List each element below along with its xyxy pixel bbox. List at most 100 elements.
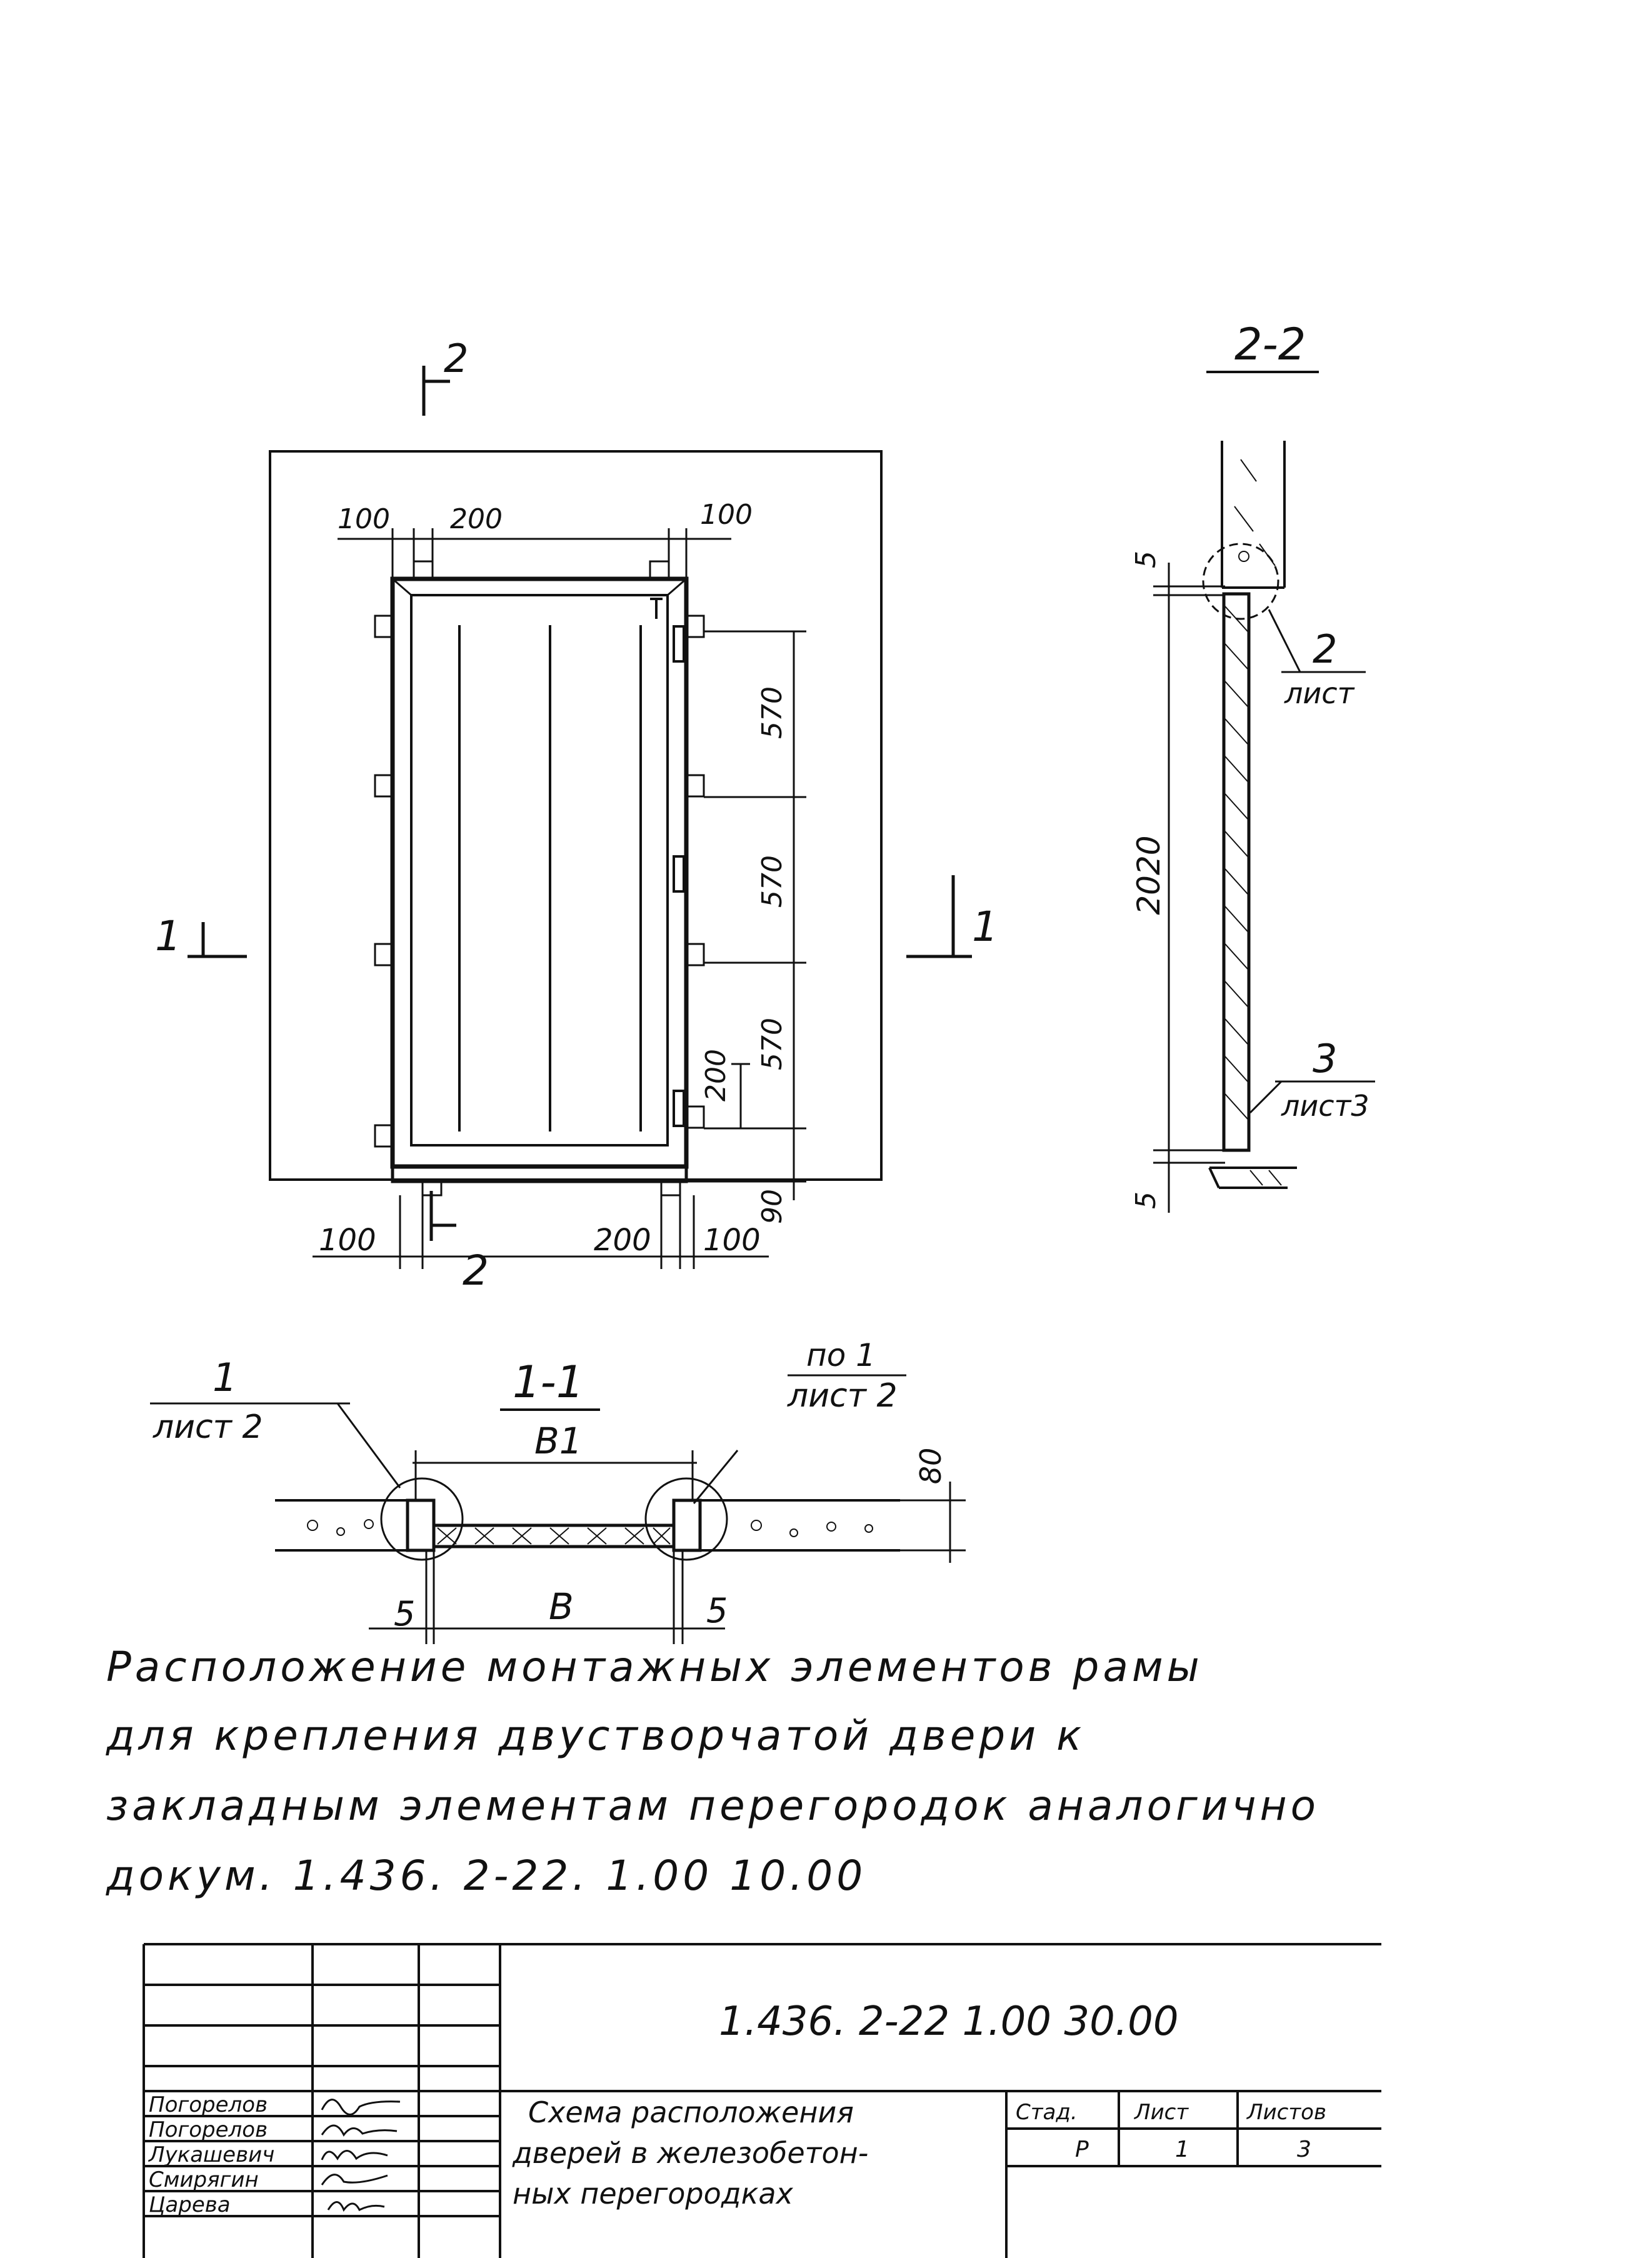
- dim-100-top-right: 100: [700, 499, 753, 531]
- wall-above: [1221, 441, 1286, 589]
- detail-circle-top: [1202, 543, 1279, 620]
- dim-80-label: 80: [914, 1448, 948, 1485]
- front-view: 100 200 100 570 570 570 200 90 100: [155, 336, 998, 1295]
- section-mark-1-left-label: 1: [155, 912, 181, 960]
- anchor-plate: [685, 615, 705, 638]
- caption-line-4: докум. 1.436. 2-22. 1.00 10.00: [106, 1852, 867, 1900]
- callout-1-sheet: лист 2: [153, 1408, 263, 1446]
- caption-line-1: Расположение монтажных элементов рамы: [106, 1643, 1203, 1691]
- callout-2-number: 2: [1313, 626, 1337, 672]
- sheets-value: 3: [1297, 2137, 1311, 2162]
- stage-value: Р: [1075, 2137, 1089, 2162]
- frame-left: [406, 1498, 436, 1552]
- dim-b: [369, 1550, 725, 1644]
- section-mark-1-right-label: 1: [972, 903, 998, 951]
- dim-5-left: 5: [394, 1594, 415, 1633]
- title-block: 1.436. 2-22 1.00 30.00 Схема расположени…: [143, 1943, 1381, 2258]
- section-2-2: 2-2: [1130, 319, 1375, 1213]
- anchor-plate: [660, 1180, 681, 1197]
- sheets-label: Листов: [1246, 2100, 1326, 2125]
- dim-200-top: 200: [450, 503, 503, 535]
- stage-label: Стад.: [1016, 2100, 1078, 2125]
- dim-chain-right: [686, 630, 806, 1200]
- dim-570-lower: 570: [756, 1018, 788, 1070]
- hinge: [673, 1090, 685, 1127]
- anchor-plate: [374, 615, 394, 638]
- frame-right: [672, 1498, 702, 1552]
- callout-1-leader: [336, 1403, 401, 1488]
- detail-circle-right: [644, 1477, 728, 1561]
- person-3: Лукашевич: [148, 2142, 274, 2167]
- partition-walls: [275, 1499, 900, 1552]
- caption-line-3: закладным элементам перегородок аналогич…: [106, 1782, 1320, 1830]
- dim-90: 90: [756, 1189, 788, 1224]
- anchor-plate: [685, 774, 705, 798]
- dim-100-bottom-left: 100: [319, 1223, 376, 1258]
- wall-opening: [269, 450, 883, 1181]
- door-leaf-plan-hatching: [437, 1527, 671, 1545]
- section-mark-1-right: [906, 875, 972, 958]
- callout-po1-number: по 1: [806, 1337, 876, 1373]
- dim-570-middle: 570: [756, 855, 788, 908]
- person-4: Смирягин: [149, 2167, 259, 2192]
- anchor-plate: [374, 1124, 394, 1148]
- anchor-group-right: [685, 615, 705, 1129]
- door-frame-inner: [410, 594, 669, 1147]
- title-line-1: Схема расположения: [528, 2095, 854, 2129]
- dim-5-right: 5: [706, 1591, 728, 1630]
- section-1-1: 1-1 B1: [150, 1337, 966, 1644]
- anchor-group-left: [374, 615, 394, 1148]
- dim-chain-bottom: [313, 1195, 769, 1269]
- person-5: Царева: [149, 2192, 231, 2217]
- callout-2-leader: [1268, 609, 1301, 673]
- title-line-2: дверей в железобетон-: [512, 2136, 868, 2170]
- section-mark-1-left: [188, 922, 247, 958]
- signatures: [321, 2099, 401, 2212]
- callout-3-number: 3: [1313, 1036, 1337, 1081]
- partition-wall-filling: [307, 1519, 873, 1537]
- sheet-label: Лист: [1133, 2100, 1189, 2125]
- dim-chain-2-2: [1153, 563, 1225, 1213]
- dim-200-side: 200: [700, 1049, 732, 1101]
- section-2-2-title: 2-2: [1234, 319, 1306, 370]
- callout-2-sheet: лист: [1284, 676, 1355, 710]
- doc-code: 1.436. 2-22 1.00 30.00: [719, 1999, 1179, 2045]
- anchor-plate: [413, 560, 434, 580]
- signature-3: [321, 2150, 388, 2160]
- dim-5-bottom: 5: [1130, 1192, 1162, 1209]
- section-mark-2-bottom-label: 2: [463, 1247, 489, 1295]
- dim-b1-label: B1: [534, 1420, 583, 1462]
- door-leaf-plan: [432, 1523, 676, 1548]
- frame-bevel: [667, 578, 687, 596]
- callout-po1-leader: [693, 1450, 739, 1504]
- floor-section: [1208, 1167, 1297, 1189]
- callout-3-sheet: лист3: [1281, 1089, 1369, 1123]
- anchor-plate: [685, 943, 705, 966]
- signature-4: [321, 2174, 388, 2185]
- title-block-grid: [143, 1943, 1381, 2258]
- anchor-plate: [374, 943, 394, 966]
- dim-570-upper: 570: [756, 686, 788, 739]
- section-mark-2-bottom: [429, 1191, 456, 1241]
- callout-3-leader: [1249, 1080, 1283, 1114]
- door-leaf-section: [1222, 592, 1251, 1152]
- section-1-1-title: 1-1: [513, 1357, 584, 1408]
- section-mark-2-top-label: 2: [444, 336, 468, 381]
- dim-100-top-left: 100: [338, 503, 390, 535]
- title-line-3: ных перегородках: [513, 2177, 794, 2210]
- door-leaf-hatching: [1224, 606, 1248, 1120]
- hinge-group: [650, 598, 685, 1127]
- threshold: [391, 1165, 688, 1183]
- hinge: [673, 855, 685, 893]
- dim-2020: 2020: [1131, 835, 1167, 915]
- detail-circle-left: [380, 1477, 464, 1561]
- dim-80: [900, 1482, 966, 1563]
- caption-line-2: для крепления двустворчатой двери к: [106, 1712, 1085, 1760]
- person-2: Погорелов: [149, 2117, 268, 2142]
- dim-100-bottom-right: 100: [703, 1223, 761, 1258]
- section-mark-2-top: [422, 366, 450, 416]
- anchor-plate: [374, 774, 394, 798]
- callout-po1-sheet: лист 2: [787, 1377, 898, 1415]
